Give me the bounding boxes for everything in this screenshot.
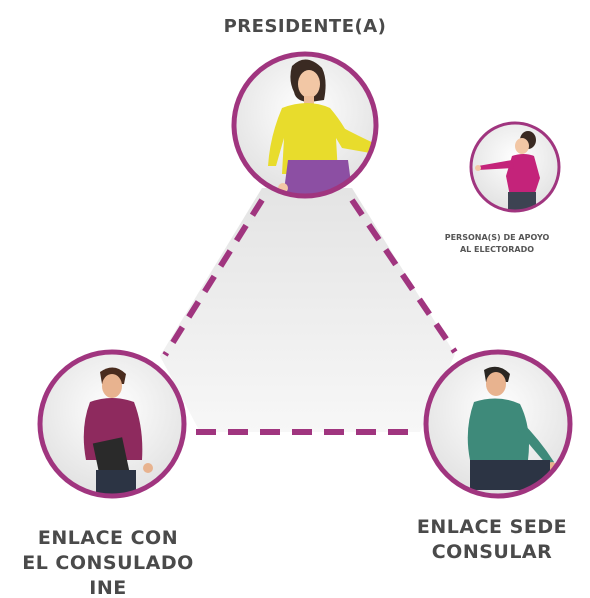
president-node bbox=[231, 51, 379, 199]
support-label-line2: AL ELECTORADO bbox=[460, 245, 534, 254]
support-label-line1: PERSONA(S) DE APOYO bbox=[445, 233, 550, 242]
liaison-sede-label-line2: CONSULAR bbox=[432, 541, 553, 563]
liaison-sede-label-line1: ENLACE SEDE bbox=[417, 516, 567, 538]
liaison-ine-label-line3: INE bbox=[89, 577, 126, 598]
liaison-ine-label-line1: ENLACE CON bbox=[38, 527, 178, 549]
support-node bbox=[469, 121, 561, 213]
connection-triangle bbox=[160, 188, 455, 432]
support-figure-icon bbox=[475, 131, 540, 211]
liaison-ine-node bbox=[37, 349, 187, 499]
liaison-ine-label-line2: EL CONSULADO bbox=[22, 552, 194, 574]
liaison-sede-node bbox=[423, 349, 573, 499]
dashed-line-left bbox=[162, 198, 265, 357]
liaison-ine-figure-icon bbox=[83, 367, 153, 496]
president-label: PRESIDENTE(A) bbox=[224, 16, 387, 37]
dashed-line-right bbox=[349, 198, 458, 354]
